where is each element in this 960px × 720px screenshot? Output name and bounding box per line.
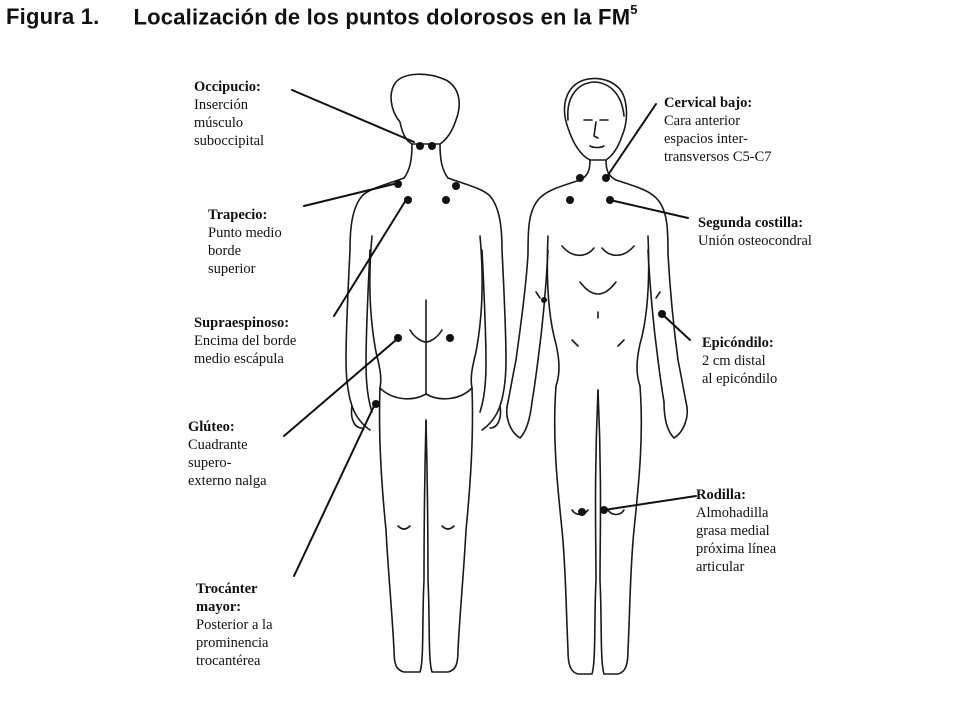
label-rodilla: Rodilla: Almohadilla grasa medial próxim… — [696, 486, 776, 576]
leader-occipucio — [291, 89, 415, 143]
point-rodilla-right — [600, 506, 608, 514]
leader-supraespinoso — [333, 199, 407, 317]
point-gluteo-right — [446, 334, 454, 342]
figure-number: Figura 1. — [6, 4, 100, 30]
point-trocanter-left — [372, 400, 380, 408]
label-occipucio-desc: Inserción músculo suboccipital — [194, 97, 265, 149]
tender-points — [372, 142, 666, 516]
point-occipucio-left — [416, 142, 424, 150]
point-cervical-right — [602, 174, 610, 182]
leader-lines — [283, 89, 697, 577]
point-costilla-right — [606, 196, 614, 204]
label-supraespinoso-desc: Encima del borde medio escápula — [194, 333, 297, 367]
label-trapecio-desc: Punto medio borde superior — [208, 225, 282, 277]
label-rodilla-name: Rodilla: — [696, 487, 746, 503]
back-view-figure — [345, 73, 507, 673]
point-costilla-left — [566, 196, 574, 204]
label-costilla-desc: Unión osteocondral — [698, 233, 812, 249]
point-trapecio-left — [394, 180, 402, 188]
label-epicondilo-desc: 2 cm distal al epicóndilo — [702, 353, 778, 387]
leader-cervical — [605, 103, 657, 179]
point-gluteo-left — [394, 334, 402, 342]
point-epicondilo-left — [541, 297, 547, 303]
label-trocanter-desc: Posterior a la prominencia trocantérea — [196, 617, 273, 669]
label-cervical-desc: Cara anterior espacios inter- transverso… — [664, 113, 772, 165]
label-gluteo-desc: Cuadrante supero- externo nalga — [188, 437, 267, 489]
figure-title-text: Localización de los puntos dolorosos en … — [133, 4, 631, 30]
label-epicondilo: Epicóndilo: 2 cm distal al epicóndilo — [702, 334, 777, 388]
label-gluteo-name: Glúteo: — [188, 419, 235, 435]
label-cervical: Cervical bajo: Cara anterior espacios in… — [664, 94, 772, 166]
point-epicondilo-right — [658, 310, 666, 318]
label-rodilla-desc: Almohadilla grasa medial próxima línea a… — [696, 505, 777, 575]
leader-trocanter — [293, 405, 375, 577]
label-trocanter: Trocánter mayor: Posterior a la prominen… — [196, 580, 273, 670]
point-rodilla-left — [578, 508, 586, 516]
leader-trapecio — [303, 183, 395, 207]
label-occipucio: Occipucio: Inserción músculo suboccipita… — [194, 78, 264, 150]
point-trapecio-right — [452, 182, 460, 190]
leader-gluteo — [283, 339, 397, 437]
label-gluteo: Glúteo: Cuadrante supero- externo nalga — [188, 418, 267, 490]
leader-rodilla — [603, 495, 697, 511]
label-supraespinoso: Supraespinoso: Encima del borde medio es… — [194, 314, 296, 368]
label-supraespinoso-name: Supraespinoso: — [194, 315, 290, 331]
figure-title-superscript: 5 — [630, 2, 638, 17]
point-cervical-left — [576, 174, 584, 182]
label-trocanter-name: Trocánter mayor: — [196, 581, 258, 615]
point-occipucio-right — [428, 142, 436, 150]
leader-epicondilo — [661, 313, 691, 341]
label-trapecio-name: Trapecio: — [208, 207, 268, 223]
label-cervical-name: Cervical bajo: — [664, 95, 753, 111]
label-trapecio: Trapecio: Punto medio borde superior — [208, 206, 282, 278]
leader-costilla — [609, 199, 689, 219]
point-supraespinoso-right — [442, 196, 450, 204]
label-epicondilo-name: Epicóndilo: — [702, 335, 774, 351]
label-occipucio-name: Occipucio: — [194, 79, 261, 95]
label-costilla-name: Segunda costilla: — [698, 215, 804, 231]
label-costilla: Segunda costilla: Unión osteocondral — [698, 214, 812, 250]
front-view-figure — [505, 77, 689, 675]
figure-title: Figura 1. Localización de los puntos dolo… — [6, 2, 638, 30]
point-supraespinoso-left — [404, 196, 412, 204]
